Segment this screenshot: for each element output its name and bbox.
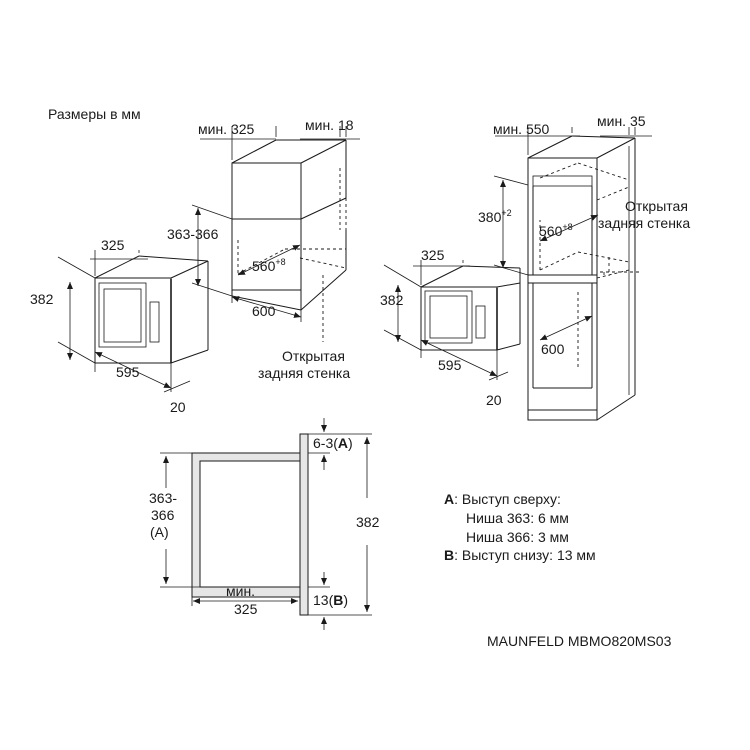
- side-niche-height-line1: 363-: [149, 490, 177, 506]
- note-a-line2: Ниша 366: 3 мм: [466, 529, 569, 545]
- variant-2-open-back-line2: задняя стенка: [598, 215, 690, 231]
- note-b-heading: B: Выступ снизу: 13 мм: [444, 547, 596, 563]
- side-bottom-letter: B: [333, 592, 343, 608]
- side-niche-height-line2: 366: [151, 507, 175, 523]
- side-top-letter: A: [338, 435, 348, 451]
- variant-1-microwave-drawing: [57, 250, 209, 393]
- variant-1-group: мин. 325 мин. 18 363-366 560+8 600 Откры…: [30, 117, 360, 415]
- variant-2-niche-height-label: 380+2: [478, 208, 512, 225]
- variant-2-min-gap-label: мин. 35: [597, 113, 646, 129]
- variant-2-appliance-height-label: 382: [380, 292, 404, 308]
- variant-1-niche-width-sup: +8: [275, 257, 285, 267]
- variant-1-niche-width-base: 560: [252, 258, 276, 274]
- variant-1-min-depth-label: мин. 325: [198, 121, 255, 137]
- variant-2-appliance-width-label: 595: [438, 357, 462, 373]
- variant-2-frame-label: 20: [486, 392, 502, 408]
- variant-2-niche-height-base: 380: [478, 209, 502, 225]
- variant-1-appliance-height-label: 382: [30, 291, 54, 307]
- variant-1-niche-width-label: 560+8: [252, 257, 286, 274]
- variant-1-appliance-width-label: 595: [116, 364, 140, 380]
- notes-block: A: Выступ сверху: Ниша 363: 6 мм Ниша 36…: [444, 491, 596, 563]
- variant-1-appliance-depth-label: 325: [101, 237, 125, 253]
- variant-2-niche-width-label: 560+8: [539, 222, 573, 239]
- side-total-height-label: 382: [356, 514, 380, 530]
- variant-1-niche-height-label: 363-366: [167, 226, 219, 242]
- side-bottom-prefix: 13(: [313, 592, 334, 608]
- side-section-drawing: [160, 418, 372, 630]
- side-bottom-suffix: ): [343, 592, 348, 608]
- variant-2-min-depth-label: мин. 550: [493, 121, 550, 137]
- units-title: Размеры в мм: [48, 106, 141, 122]
- variant-2-niche-width-base: 560: [539, 223, 563, 239]
- note-a-heading: A: Выступ сверху:: [444, 491, 561, 507]
- variant-1-min-gap-label: мин. 18: [305, 117, 354, 133]
- side-bottom-protrusion-label: 13(B): [313, 592, 348, 608]
- variant-1-open-back-line2: задняя стенка: [258, 365, 350, 381]
- variant-2-appliance-depth-label: 325: [421, 247, 445, 263]
- variant-2-group: мин. 550 мин. 35 380+2 560+8 600 Открыта…: [380, 113, 690, 421]
- side-section-group: 363- 366 (A) мин. 325 6-3(A) 13(B) 382: [149, 418, 380, 630]
- variant-2-niche-height-sup: +2: [501, 208, 511, 218]
- note-a-line1: Ниша 363: 6 мм: [466, 510, 569, 526]
- side-depth-line1: мин.: [226, 583, 255, 599]
- side-top-suffix: ): [348, 435, 353, 451]
- variant-1-frame-label: 20: [170, 399, 186, 415]
- variant-2-niche-width-sup: +8: [562, 222, 572, 232]
- variant-1-open-back-line1: Открытая: [282, 348, 345, 364]
- side-top-prefix: 6-3(: [313, 435, 338, 451]
- variant-2-cabinet-width-label: 600: [541, 341, 565, 357]
- variant-1-cabinet-width-label: 600: [252, 303, 276, 319]
- side-depth-line2: 325: [234, 601, 258, 617]
- variant-2-microwave-drawing: [383, 260, 521, 381]
- variant-1-niche-drawing: [191, 126, 360, 342]
- note-b-text: : Выступ снизу: 13 мм: [454, 547, 596, 563]
- note-a-text: : Выступ сверху:: [454, 491, 561, 507]
- variant-2-open-back-line1: Открытая: [625, 198, 688, 214]
- model-name: MAUNFELD MBMO820MS03: [487, 633, 672, 649]
- side-niche-height-line3: (A): [150, 524, 169, 540]
- note-a-letter: A: [444, 491, 454, 507]
- note-b-letter: B: [444, 547, 454, 563]
- variant-2-cabinet-drawing: [493, 127, 652, 421]
- side-top-protrusion-label: 6-3(A): [313, 435, 353, 451]
